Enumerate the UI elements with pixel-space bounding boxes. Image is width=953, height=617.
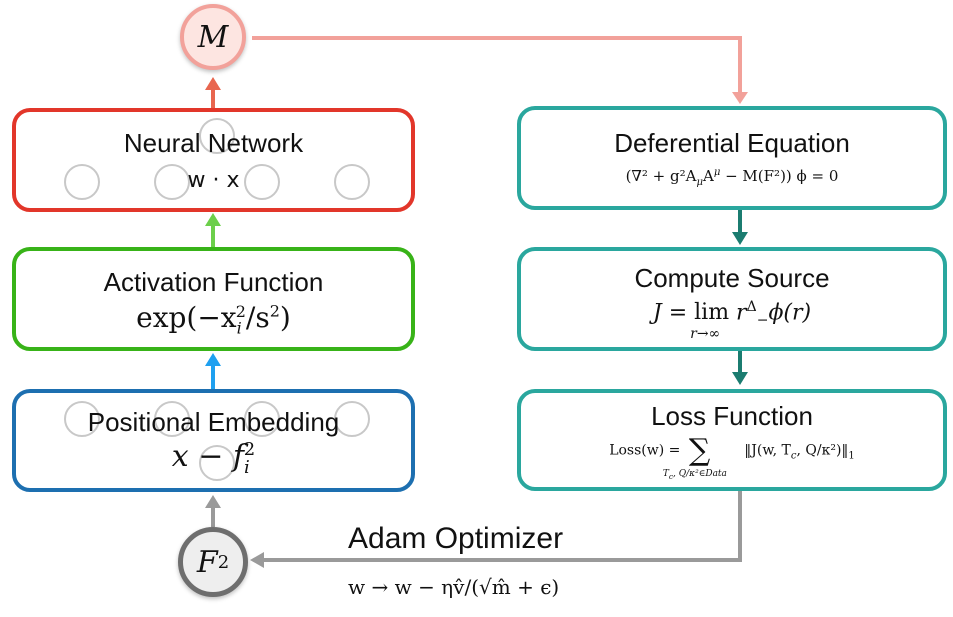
positional-formula-sup: 2 xyxy=(243,439,256,460)
activation-formula-tail: /s xyxy=(245,301,270,334)
loss-sum-symbol: ∑ xyxy=(688,433,711,468)
loss-formula-tail: ‖J(w, T xyxy=(744,442,791,459)
loss-function-formula: Loss(w) = ∑Tc, Q/κ²∈Data‖J(w, Tc, Q/κ²)‖… xyxy=(521,433,943,481)
activation-formula-tail-sup: 2 xyxy=(269,301,280,321)
loss-formula-tail-sub: c xyxy=(790,450,797,462)
source-formula-sub: − xyxy=(756,312,769,329)
source-lim-word: lim xyxy=(694,300,730,326)
deferential-equation-title: Deferential Equation xyxy=(614,128,850,158)
neural-network-formula: w · x xyxy=(187,168,240,193)
arrowhead-into-loss xyxy=(732,372,748,385)
arrowhead-into-activation xyxy=(205,353,221,366)
f2-node-base: F xyxy=(196,544,218,580)
embedding-node-decoration xyxy=(154,401,190,437)
activation-formula-part: exp(−x xyxy=(136,301,237,334)
m-node: M xyxy=(180,4,246,70)
adam-optimizer-title: Adam Optimizer xyxy=(348,522,564,555)
source-formula-sup: Δ xyxy=(746,299,757,315)
embedding-node-decoration xyxy=(64,401,100,437)
network-node-decoration xyxy=(154,164,190,200)
equation-formula-sub: μ xyxy=(696,177,703,188)
activation-formula-sub: i xyxy=(236,318,242,338)
arrowhead-into-source xyxy=(732,232,748,245)
loss-formula-tail2: , Q/κ²)‖ xyxy=(796,442,849,459)
loss-sum: ∑Tc, Q/κ²∈Data xyxy=(663,433,727,481)
embedding-node-decoration xyxy=(334,401,370,437)
equation-formula-tail: − M(F²)) ϕ = 0 xyxy=(720,167,839,185)
positional-embedding-formula: x − fi2 xyxy=(16,439,411,478)
arrowhead-into-positional xyxy=(205,495,221,508)
network-node-decoration xyxy=(199,118,235,154)
embedding-node-decoration xyxy=(244,401,280,437)
network-node-decoration xyxy=(334,164,370,200)
loss-sum-sub: Tc, Q/κ²∈Data xyxy=(663,469,727,481)
loss-formula-tail-sub2: 1 xyxy=(848,450,855,462)
positional-formula-part: x − f xyxy=(171,439,244,474)
source-lim-sub: r→∞ xyxy=(690,326,721,343)
loss-function-box: Loss Function Loss(w) = ∑Tc, Q/κ²∈Data‖J… xyxy=(517,389,947,491)
positional-formula-sub: i xyxy=(244,457,250,478)
adam-optimizer-formula: w → w − ηv̂/(√m̂ + ϵ) xyxy=(348,575,560,599)
compute-source-title: Compute Source xyxy=(634,263,830,293)
activation-function-box: Activation Function exp(−xi2/s2) xyxy=(12,247,415,351)
loss-sum-sub-rest: , Q/κ²∈Data xyxy=(673,469,727,479)
deferential-equation-box: Deferential Equation (∇² + g²AμAμ − M(F²… xyxy=(517,106,947,210)
activation-function-formula: exp(−xi2/s2) xyxy=(16,301,411,338)
source-formula-tail: r xyxy=(729,300,747,326)
f2-node-sup: 2 xyxy=(217,551,230,573)
deferential-equation-formula: (∇² + g²AμAμ − M(F²)) ϕ = 0 xyxy=(521,167,943,188)
activation-formula-close: ) xyxy=(279,301,291,334)
source-formula-head: J = xyxy=(652,300,695,326)
equation-formula-mid: A xyxy=(702,167,714,185)
neural-network-box: Neural Network w · x xyxy=(12,108,415,212)
loss-sum-sub-t: T xyxy=(662,469,669,479)
equation-formula-part: (∇² + g²A xyxy=(625,167,697,185)
embedding-node-decoration xyxy=(199,445,235,481)
neural-network-title: Neural Network xyxy=(123,128,304,158)
positional-embedding-title: Positional Embedding xyxy=(87,407,340,437)
loss-sum-sub-c: c xyxy=(668,471,674,481)
activation-formula-sup: 2 xyxy=(235,301,246,321)
loss-formula-head: Loss(w) = xyxy=(609,442,685,459)
arrowhead-into-m xyxy=(205,77,221,90)
source-formula-end: ϕ(r) xyxy=(768,300,812,326)
arrowhead-into-equation xyxy=(732,92,748,104)
loss-function-title: Loss Function xyxy=(651,401,813,431)
arrowhead-into-f2 xyxy=(250,552,264,568)
activation-function-title: Activation Function xyxy=(103,267,324,297)
equation-formula-sup: μ xyxy=(713,167,721,178)
network-node-decoration xyxy=(244,164,280,200)
network-node-decoration xyxy=(64,164,100,200)
m-node-label: M xyxy=(197,19,229,55)
connector-loss-to-f2 xyxy=(262,491,742,562)
positional-embedding-box: Positional Embedding x − fi2 xyxy=(12,389,415,492)
arrowhead-into-neural xyxy=(205,213,221,226)
connector-m-to-equation xyxy=(252,36,742,96)
